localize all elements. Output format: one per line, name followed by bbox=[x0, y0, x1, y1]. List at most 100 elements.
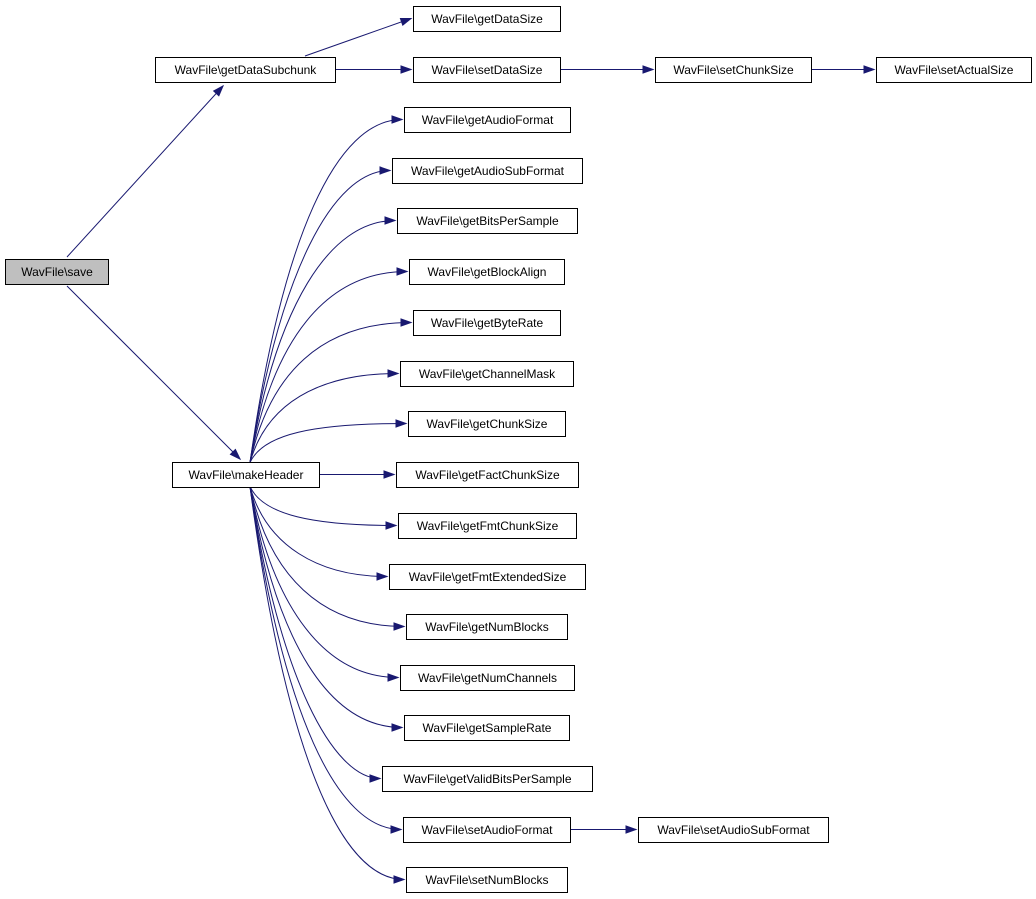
edge-makeHeader-to-getAudioSubFormat bbox=[249, 170, 391, 463]
node-label-getNumChannels: WavFile\getNumChannels bbox=[418, 671, 557, 685]
node-getChannelMask[interactable]: WavFile\getChannelMask bbox=[400, 361, 574, 387]
node-box-getFmtChunkSize[interactable] bbox=[398, 513, 577, 539]
node-box-getNumChannels[interactable] bbox=[400, 665, 575, 691]
node-label-setChunkSize: WavFile\setChunkSize bbox=[673, 63, 794, 77]
node-getValidBitsPerSample[interactable]: WavFile\getValidBitsPerSample bbox=[382, 766, 593, 792]
node-box-setActualSize[interactable] bbox=[876, 57, 1032, 83]
arrowhead-setAudioSubFormat bbox=[625, 825, 638, 834]
edges-layer bbox=[66, 17, 876, 884]
edge-makeHeader-to-setNumBlocks bbox=[249, 486, 405, 880]
node-box-getBlockAlign[interactable] bbox=[409, 259, 565, 285]
edge-makeHeader-to-getValidBitsPerSample bbox=[249, 486, 381, 779]
arrowhead-getNumChannels bbox=[387, 673, 400, 682]
arrowhead-makeHeader bbox=[229, 448, 242, 461]
node-box-makeHeader[interactable] bbox=[172, 462, 320, 488]
node-box-setAudioSubFormat[interactable] bbox=[638, 817, 829, 843]
edge-makeHeader-to-getAudioFormat bbox=[249, 119, 403, 463]
edge-makeHeader-to-getChannelMask bbox=[249, 373, 399, 463]
node-setDataSize[interactable]: WavFile\setDataSize bbox=[413, 57, 561, 83]
node-getAudioSubFormat[interactable]: WavFile\getAudioSubFormat bbox=[392, 158, 583, 184]
edge-makeHeader-to-getFmtExtendedSize bbox=[249, 486, 388, 577]
arrowhead-setActualSize bbox=[863, 65, 876, 74]
node-getDataSubchunk[interactable]: WavFile\getDataSubchunk bbox=[155, 57, 336, 83]
node-getBlockAlign[interactable]: WavFile\getBlockAlign bbox=[409, 259, 565, 285]
node-label-getFmtChunkSize: WavFile\getFmtChunkSize bbox=[417, 519, 559, 533]
node-label-setAudioFormat: WavFile\setAudioFormat bbox=[422, 823, 554, 837]
node-box-setAudioFormat[interactable] bbox=[403, 817, 571, 843]
node-label-getDataSubchunk: WavFile\getDataSubchunk bbox=[175, 63, 318, 77]
arrowhead-getFactChunkSize bbox=[383, 470, 396, 479]
node-save[interactable]: WavFile\save bbox=[5, 259, 109, 285]
node-makeHeader[interactable]: WavFile\makeHeader bbox=[172, 462, 320, 488]
node-label-save: WavFile\save bbox=[21, 265, 93, 279]
node-box-getFactChunkSize[interactable] bbox=[396, 462, 579, 488]
node-box-getDataSize[interactable] bbox=[413, 6, 561, 32]
node-label-getNumBlocks: WavFile\getNumBlocks bbox=[425, 620, 549, 634]
node-setNumBlocks[interactable]: WavFile\setNumBlocks bbox=[406, 867, 568, 893]
node-getAudioFormat[interactable]: WavFile\getAudioFormat bbox=[404, 107, 571, 133]
node-label-getFactChunkSize: WavFile\getFactChunkSize bbox=[415, 468, 560, 482]
node-label-setAudioSubFormat: WavFile\setAudioSubFormat bbox=[657, 823, 810, 837]
node-getDataSize[interactable]: WavFile\getDataSize bbox=[413, 6, 561, 32]
node-getNumBlocks[interactable]: WavFile\getNumBlocks bbox=[406, 614, 568, 640]
node-setAudioFormat[interactable]: WavFile\setAudioFormat bbox=[403, 817, 571, 843]
node-box-getFmtExtendedSize[interactable] bbox=[389, 564, 586, 590]
node-setActualSize[interactable]: WavFile\setActualSize bbox=[876, 57, 1032, 83]
arrowhead-setChunkSize bbox=[642, 65, 655, 74]
arrowhead-getNumBlocks bbox=[393, 622, 406, 631]
node-box-getValidBitsPerSample[interactable] bbox=[382, 766, 593, 792]
node-label-setNumBlocks: WavFile\setNumBlocks bbox=[426, 873, 549, 887]
node-label-getChannelMask: WavFile\getChannelMask bbox=[419, 367, 556, 381]
node-box-getChunkSize[interactable] bbox=[408, 411, 566, 437]
edge-makeHeader-to-getSampleRate bbox=[249, 486, 403, 728]
arrowhead-setNumBlocks bbox=[393, 875, 406, 884]
node-label-setActualSize: WavFile\setActualSize bbox=[895, 63, 1014, 77]
edge-save-to-makeHeader bbox=[66, 285, 241, 460]
node-getFmtChunkSize[interactable]: WavFile\getFmtChunkSize bbox=[398, 513, 577, 539]
edge-makeHeader-to-getBlockAlign bbox=[249, 271, 408, 463]
node-box-getChannelMask[interactable] bbox=[400, 361, 574, 387]
node-box-getNumBlocks[interactable] bbox=[406, 614, 568, 640]
node-box-getByteRate[interactable] bbox=[413, 310, 561, 336]
node-box-getAudioFormat[interactable] bbox=[404, 107, 571, 133]
arrowhead-getByteRate bbox=[400, 318, 413, 327]
node-getSampleRate[interactable]: WavFile\getSampleRate bbox=[404, 715, 570, 741]
arrowhead-getAudioSubFormat bbox=[379, 166, 392, 175]
node-box-setDataSize[interactable] bbox=[413, 57, 561, 83]
node-setChunkSize[interactable]: WavFile\setChunkSize bbox=[655, 57, 812, 83]
node-label-getAudioSubFormat: WavFile\getAudioSubFormat bbox=[411, 164, 565, 178]
node-box-getDataSubchunk[interactable] bbox=[155, 57, 336, 83]
arrowhead-setDataSize bbox=[400, 65, 413, 74]
node-getFactChunkSize[interactable]: WavFile\getFactChunkSize bbox=[396, 462, 579, 488]
edge-getDataSubchunk-to-getDataSize bbox=[304, 18, 412, 57]
node-label-getDataSize: WavFile\getDataSize bbox=[431, 12, 543, 26]
node-getFmtExtendedSize[interactable]: WavFile\getFmtExtendedSize bbox=[389, 564, 586, 590]
node-label-getBitsPerSample: WavFile\getBitsPerSample bbox=[416, 214, 559, 228]
arrowhead-getFmtChunkSize bbox=[385, 521, 398, 530]
node-label-makeHeader: WavFile\makeHeader bbox=[189, 468, 304, 482]
node-getNumChannels[interactable]: WavFile\getNumChannels bbox=[400, 665, 575, 691]
arrowhead-getDataSubchunk bbox=[212, 84, 225, 97]
node-getChunkSize[interactable]: WavFile\getChunkSize bbox=[408, 411, 566, 437]
node-label-getValidBitsPerSample: WavFile\getValidBitsPerSample bbox=[403, 772, 571, 786]
arrowhead-getBlockAlign bbox=[396, 267, 409, 276]
arrowhead-getDataSize bbox=[399, 17, 413, 26]
node-getByteRate[interactable]: WavFile\getByteRate bbox=[413, 310, 561, 336]
arrowhead-getFmtExtendedSize bbox=[376, 572, 389, 581]
arrowhead-getValidBitsPerSample bbox=[369, 774, 382, 783]
arrowhead-getBitsPerSample bbox=[384, 216, 397, 225]
edge-makeHeader-to-getByteRate bbox=[249, 322, 412, 463]
node-box-getBitsPerSample[interactable] bbox=[397, 208, 578, 234]
node-box-setChunkSize[interactable] bbox=[655, 57, 812, 83]
arrowhead-getAudioFormat bbox=[391, 115, 404, 124]
edge-makeHeader-to-getNumChannels bbox=[249, 486, 399, 678]
node-label-getSampleRate: WavFile\getSampleRate bbox=[423, 721, 552, 735]
node-box-save[interactable] bbox=[5, 259, 109, 285]
node-box-setNumBlocks[interactable] bbox=[406, 867, 568, 893]
node-label-getFmtExtendedSize: WavFile\getFmtExtendedSize bbox=[409, 570, 567, 584]
node-getBitsPerSample[interactable]: WavFile\getBitsPerSample bbox=[397, 208, 578, 234]
node-box-getSampleRate[interactable] bbox=[404, 715, 570, 741]
node-box-getAudioSubFormat[interactable] bbox=[392, 158, 583, 184]
node-setAudioSubFormat[interactable]: WavFile\setAudioSubFormat bbox=[638, 817, 829, 843]
arrowhead-getChunkSize bbox=[395, 419, 408, 428]
